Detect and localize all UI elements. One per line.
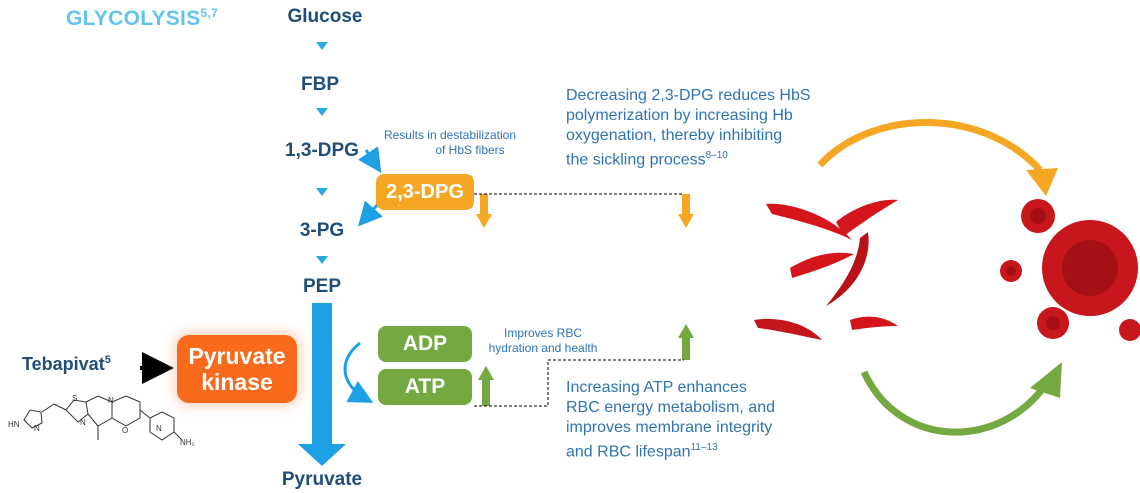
sickle-cell-5: [754, 318, 822, 340]
step-triangle-2: [316, 108, 328, 116]
sickle-cell-6: [850, 316, 898, 330]
step-triangle-1: [316, 42, 328, 50]
green-curved-arrow: [860, 370, 1049, 436]
sickle-cell-2: [836, 199, 898, 236]
arrow-23dpg-to-3pg: [358, 200, 383, 227]
rbc-line2: hydration and health: [488, 341, 598, 355]
orange-down-arrow-2: [678, 194, 694, 228]
metabolite-fbp: FBP: [301, 74, 339, 95]
tebapivat-label: Tebapivat5: [22, 354, 111, 375]
tebapivat-structure: [23, 395, 183, 441]
title-sup: 5,7: [200, 6, 219, 20]
atp-connector: [474, 359, 684, 407]
metabolite-13dpg: 1,3-DPG: [285, 140, 359, 161]
dpg-effect-line4-text: the sickling process: [566, 151, 706, 169]
metabolite-3pg: 3-PG: [299, 220, 345, 241]
step-triangle-4: [316, 256, 328, 264]
orange-curved-arrowhead: [1026, 168, 1058, 196]
green-up-arrow-2: [678, 324, 694, 360]
destabilization-note: Results in destabilization of HbS fibers: [370, 128, 530, 158]
dpg-effect-line2: polymerization by increasing Hb: [566, 107, 793, 124]
atp-effect-sup: 11–13: [690, 442, 718, 453]
structure-n2: N: [80, 418, 86, 427]
structure-o: O: [122, 426, 129, 435]
pyruvate-kinase-box: Pyruvate kinase: [177, 335, 297, 403]
dpg-effect-sup: 8–10: [705, 150, 728, 161]
atp-effect-text: Increasing ATP enhances RBC energy metab…: [566, 378, 826, 462]
pk-line2: kinase: [201, 369, 273, 395]
green-up-arrow-1: [478, 366, 494, 406]
orange-down-arrow-1: [476, 194, 492, 228]
atp-effect-line1: Increasing ATP enhances: [566, 379, 747, 396]
dpg-effect-line3: oxygenation, thereby inhibiting: [566, 127, 783, 144]
dpg-effect-text: Decreasing 2,3-DPG reduces HbS polymeriz…: [566, 86, 886, 170]
structure-n3: N: [108, 396, 114, 405]
atp-effect-line3: improves membrane integrity: [566, 419, 773, 436]
sickle-cell-1: [766, 203, 852, 240]
destab-line2: of HbS fibers: [435, 143, 505, 157]
atp-effect-line4-text: and RBC lifespan: [566, 443, 691, 461]
orange-curved-arrow: [817, 119, 1043, 173]
step-triangle-3: [316, 188, 328, 196]
atp-effect-line4: and RBC lifespan11–13: [566, 438, 826, 462]
drug-name: Tebapivat: [22, 354, 105, 374]
dpg-effect-line4: the sickling process8–10: [566, 146, 886, 170]
structure-n1: N: [34, 424, 40, 433]
dpg-effect-line1: Decreasing 2,3-DPG reduces HbS: [566, 87, 811, 104]
destab-line1: Results in destabilization: [383, 128, 517, 142]
rbc-line1: Improves RBC: [503, 326, 583, 340]
structure-s: S: [72, 394, 78, 403]
dpg23-box: 2,3-DPG: [376, 174, 474, 210]
green-curved-arrowhead: [1030, 362, 1062, 398]
adp-box: ADP: [378, 326, 472, 362]
atp-box: ATP: [378, 369, 472, 405]
adp-atp-curve: [343, 341, 374, 403]
metabolite-pep: PEP: [302, 276, 342, 297]
pk-line1: Pyruvate: [188, 343, 286, 369]
sickle-cell-3: [826, 232, 869, 306]
glycolysis-title: GLYCOLYSIS5,7: [66, 6, 218, 31]
atp-effect-line2: RBC energy metabolism, and: [566, 399, 775, 416]
metabolite-glucose: Glucose: [287, 6, 363, 27]
structure-n4: N: [156, 424, 162, 433]
sickle-cell-4: [790, 252, 854, 278]
arrow-13dpg-to-23dpg: [358, 146, 382, 173]
sickle-cells: [754, 199, 898, 340]
rbc-right: [1119, 319, 1140, 341]
title-text: GLYCOLYSIS: [66, 7, 201, 30]
rbc-hydration-note: Improves RBC hydration and health: [478, 326, 608, 356]
pep-pyruvate-arrow: [298, 303, 346, 466]
structure-nh2: NH₂: [180, 438, 195, 447]
drug-sup: 5: [104, 354, 111, 366]
healthy-rbcs: [1000, 199, 1140, 341]
metabolite-pyruvate: Pyruvate: [281, 469, 363, 490]
structure-hn: HN: [8, 420, 20, 429]
